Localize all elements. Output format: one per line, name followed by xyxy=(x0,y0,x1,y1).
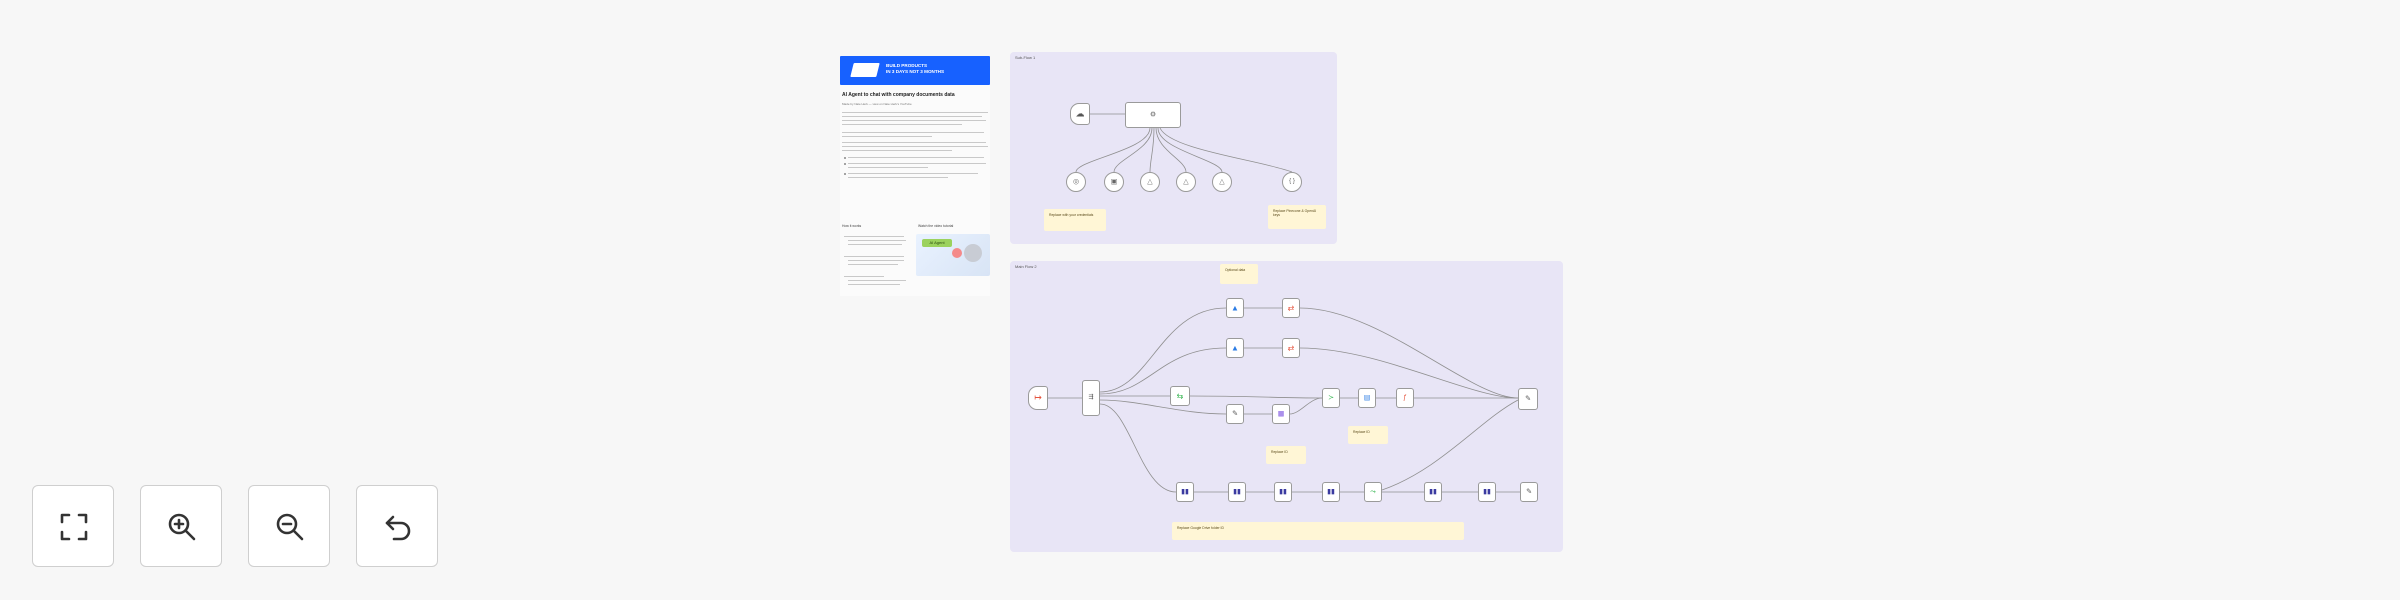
document-preview: BUILD PRODUCTS IN 3 DAYS NOT 3 MONTHS AI… xyxy=(840,56,990,296)
doc-text-line xyxy=(842,142,986,144)
ai-agent-node[interactable]: ⚙ xyxy=(1125,102,1181,128)
doc-title: AI Agent to chat with company documents … xyxy=(842,92,955,98)
doc-bullet xyxy=(844,173,846,175)
output-node[interactable]: ✎ xyxy=(1518,388,1538,410)
doc-text-line xyxy=(842,112,988,114)
code-node[interactable]: ▦ xyxy=(1272,404,1290,424)
merge-node[interactable]: ≻ xyxy=(1322,388,1340,408)
sticky-note[interactable]: Replace with your credentials xyxy=(1044,209,1106,231)
doc-meta: Made by Nate Herk — view on Nate Herk's … xyxy=(842,102,912,106)
doc-text-line xyxy=(848,284,900,286)
group-title: Sub-Flow 1 xyxy=(1015,55,1036,60)
doc-bullet xyxy=(844,157,846,159)
banner-line-2: IN 3 DAYS NOT 3 MONTHS xyxy=(886,68,945,74)
doc-text-line xyxy=(848,163,986,165)
set-node[interactable]: ▤ xyxy=(1358,388,1376,408)
doc-text-line xyxy=(842,124,962,126)
pinecone-node[interactable]: ▮▮ xyxy=(1274,482,1292,502)
google-drive-node[interactable]: ▲ xyxy=(1226,338,1244,358)
doc-text-line xyxy=(844,256,904,258)
extract-node[interactable]: ⇄ xyxy=(1282,298,1300,318)
http-node[interactable]: ⇆ xyxy=(1170,386,1190,406)
pinecone-node[interactable]: ▮▮ xyxy=(1424,482,1442,502)
doc-bullet xyxy=(844,163,846,165)
tool-node[interactable]: △ xyxy=(1176,172,1196,192)
pinecone-node[interactable]: ▮▮ xyxy=(1478,482,1496,502)
doc-text-line xyxy=(848,260,904,262)
if-node[interactable]: ⤳ xyxy=(1364,482,1382,502)
doc-banner: BUILD PRODUCTS IN 3 DAYS NOT 3 MONTHS xyxy=(840,56,990,85)
doc-text-line xyxy=(842,116,982,118)
undo-icon xyxy=(385,515,411,541)
tool-node[interactable]: ◎ xyxy=(1066,172,1086,192)
reset-zoom-button[interactable] xyxy=(356,485,438,567)
doc-text-line xyxy=(842,136,932,138)
group-title: Main Flow 2 xyxy=(1015,264,1037,269)
doc-text-line xyxy=(848,173,978,175)
section-right-title: Watch the video tutorial xyxy=(918,224,954,228)
google-drive-node[interactable]: ▲ xyxy=(1226,298,1244,318)
extract-node[interactable]: ⇄ xyxy=(1282,338,1300,358)
chat-trigger-node[interactable]: ☁ xyxy=(1070,103,1090,125)
zoom-out-button[interactable] xyxy=(248,485,330,567)
fit-to-screen-icon xyxy=(60,513,88,541)
pinecone-node[interactable]: ▮▮ xyxy=(1176,482,1194,502)
zoom-out-icon xyxy=(276,513,304,541)
tool-node[interactable]: { } xyxy=(1282,172,1302,192)
switch-node[interactable]: ⇶ xyxy=(1082,380,1100,416)
edit-node[interactable]: ✎ xyxy=(1226,404,1244,424)
doc-text-line xyxy=(848,244,902,246)
tool-node[interactable]: ▣ xyxy=(1104,172,1124,192)
brand-logo xyxy=(850,63,880,77)
doc-text-line xyxy=(848,240,906,242)
doc-text-line xyxy=(844,276,884,278)
doc-text-line xyxy=(848,264,898,266)
edit-node[interactable]: ✎ xyxy=(1520,482,1538,502)
tool-node[interactable]: △ xyxy=(1212,172,1232,192)
fit-view-button[interactable] xyxy=(32,485,114,567)
doc-text-line xyxy=(842,146,988,148)
doc-text-line xyxy=(842,120,986,122)
doc-text-line xyxy=(842,132,984,134)
tool-node[interactable]: △ xyxy=(1140,172,1160,192)
pinecone-node[interactable]: ▮▮ xyxy=(1322,482,1340,502)
doc-text-line xyxy=(848,167,928,169)
sticky-note[interactable]: Optional data xyxy=(1220,264,1258,284)
sticky-note[interactable]: Replace Google Drive folder ID xyxy=(1172,522,1464,540)
pinecone-node[interactable]: ▮▮ xyxy=(1228,482,1246,502)
video-thumbnail[interactable]: AI Agent xyxy=(916,234,990,276)
section-left-title: How it works xyxy=(842,224,862,228)
doc-text-line xyxy=(848,280,906,282)
zoom-in-icon xyxy=(168,513,196,541)
trigger-node[interactable]: ↦ xyxy=(1028,386,1048,410)
thumb-badge: AI Agent xyxy=(922,239,952,247)
thumb-avatar xyxy=(964,244,982,262)
doc-text-line xyxy=(844,236,904,238)
zoom-in-button[interactable] xyxy=(140,485,222,567)
sticky-note[interactable]: Replace ID xyxy=(1348,426,1388,444)
sticky-note[interactable]: Replace ID xyxy=(1266,446,1306,464)
doc-text-line xyxy=(848,177,948,179)
thumb-avatar-small xyxy=(952,248,962,258)
banner-line-1: BUILD PRODUCTS xyxy=(886,63,928,68)
doc-text-line xyxy=(848,157,984,159)
sticky-note[interactable]: Replace Pinecone & OpenAI keys xyxy=(1268,205,1326,229)
function-node[interactable]: ƒ xyxy=(1396,388,1414,408)
doc-text-line xyxy=(842,150,952,152)
